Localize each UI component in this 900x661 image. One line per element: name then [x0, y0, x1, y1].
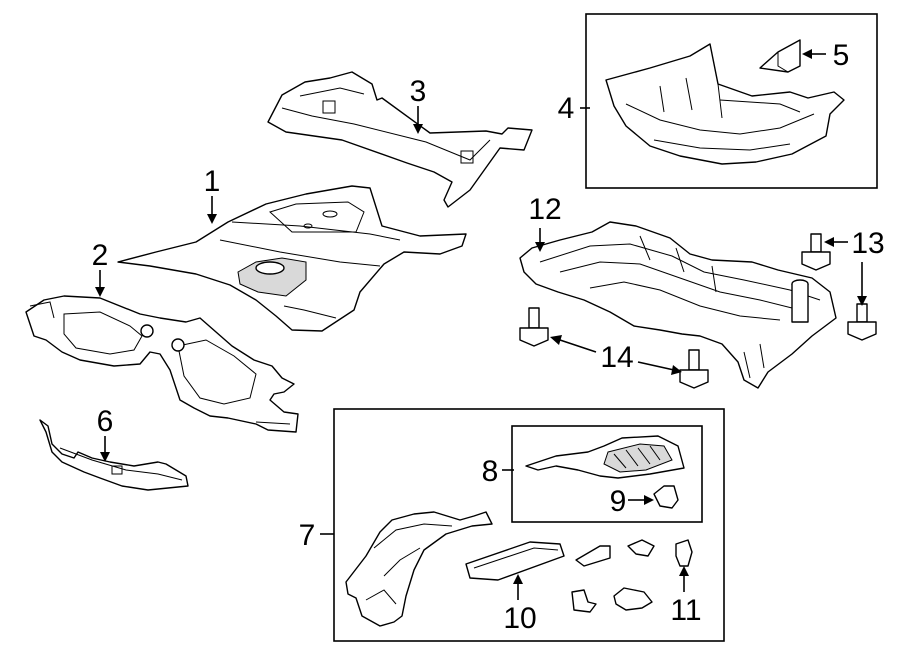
callout-4: 4: [558, 92, 575, 125]
leader-lines: [95, 49, 867, 600]
small-bracket-b: [627, 539, 655, 557]
part-11-clip: [675, 539, 693, 567]
small-bracket-a: [575, 545, 611, 567]
callout-14: 14: [600, 341, 633, 374]
inset-box-4: [585, 13, 878, 189]
part-14-bolt-b: [679, 349, 709, 389]
callout-6: 6: [97, 405, 114, 438]
callout-2: 2: [92, 239, 109, 272]
callout-9: 9: [610, 485, 627, 518]
part-3-crossmember: [267, 71, 533, 208]
part-13-bolt-b: [847, 303, 877, 341]
callout-3: 3: [410, 75, 427, 108]
part-2-frame-rail: [25, 295, 299, 433]
part-5-clip: [759, 39, 801, 73]
callout-7: 7: [299, 519, 316, 552]
part-12-floor-assembly: [519, 221, 837, 389]
part-6-bracket: [39, 419, 189, 491]
part-7-wheelhouse: [345, 511, 493, 627]
part-14-bolt-a: [519, 307, 549, 347]
part-9-clip: [653, 485, 679, 509]
inset-box-8: [511, 425, 703, 523]
callout-12: 12: [528, 193, 561, 226]
part-10-channel: [465, 541, 565, 581]
part-4-spare-tub: [605, 43, 845, 165]
callout-10: 10: [503, 602, 536, 635]
callout-11: 11: [670, 594, 701, 627]
small-clip-b: [613, 587, 653, 611]
part-13-bolt-a: [801, 233, 831, 271]
part-1-floor-pan: [117, 185, 467, 332]
small-clip-a: [571, 589, 597, 613]
inset-box-7: [333, 408, 725, 642]
callout-13: 13: [851, 227, 884, 260]
part-8-extension: [525, 435, 685, 479]
callout-5: 5: [833, 39, 850, 72]
callout-8: 8: [482, 455, 499, 488]
callout-1: 1: [204, 165, 221, 198]
